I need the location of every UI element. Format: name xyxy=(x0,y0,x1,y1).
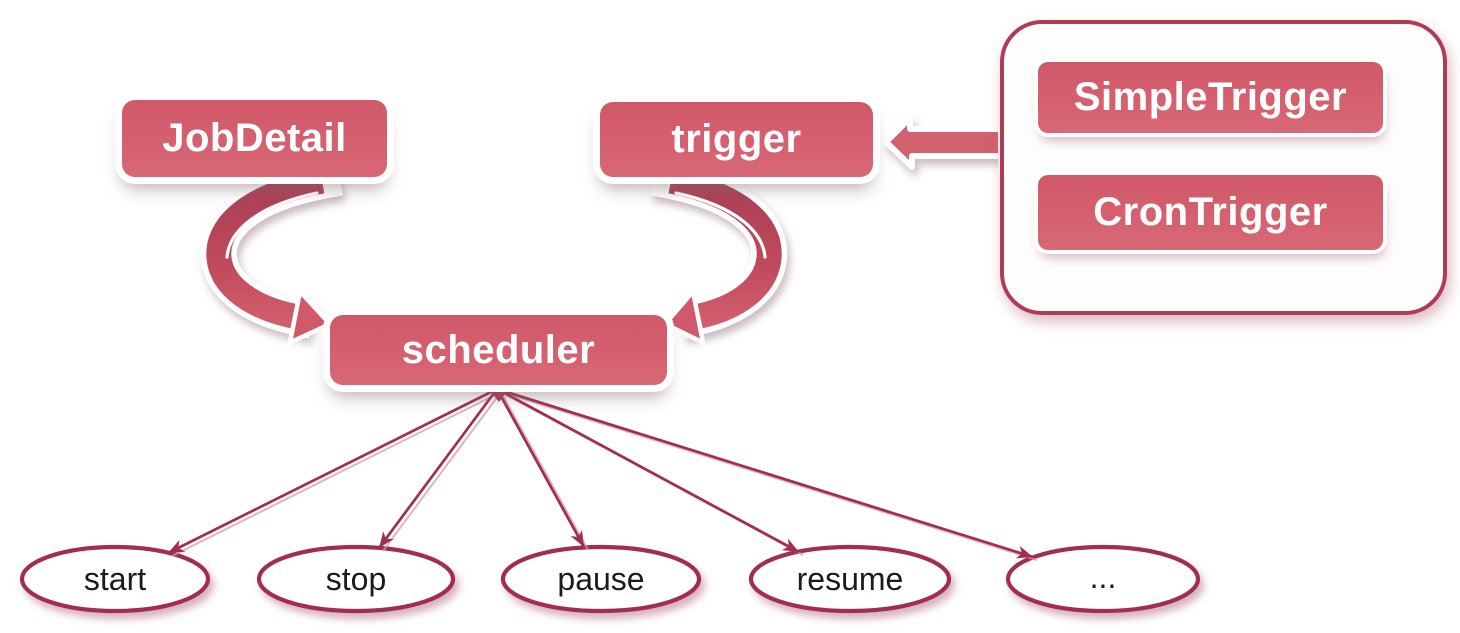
group-to-trigger-block-arrow xyxy=(883,115,1004,170)
node-simpletrigger: SimpleTrigger xyxy=(1038,62,1383,133)
arrow-scheduler-resume xyxy=(496,387,800,554)
arrow-scheduler-pause xyxy=(495,388,586,548)
node-jobdetail-label: JobDetail xyxy=(162,116,347,160)
node-scheduler-label: scheduler xyxy=(401,327,596,372)
node-crontrigger-label: CronTrigger xyxy=(1093,190,1328,234)
jobdetail-swoosh-highlight xyxy=(225,191,319,259)
node-scheduler: scheduler xyxy=(330,315,667,385)
trigger-types-group: SimpleTrigger CronTrigger xyxy=(1000,20,1447,315)
arrow-scheduler-stop xyxy=(377,388,499,549)
node-crontrigger: CronTrigger xyxy=(1038,175,1383,250)
method-ellipse-more xyxy=(1005,544,1201,614)
method-ellipse-resume xyxy=(748,544,952,614)
arrow-scheduler-start xyxy=(167,387,498,555)
method-label-resume: resume xyxy=(797,561,904,597)
trigger-to-scheduler-arrow-body xyxy=(668,168,782,329)
node-jobdetail: JobDetail xyxy=(122,100,387,177)
method-label-stop: stop xyxy=(326,561,386,597)
fan-origin-wedge xyxy=(485,384,512,402)
arrow-scheduler-more xyxy=(496,387,1034,559)
node-simpletrigger-label: SimpleTrigger xyxy=(1073,75,1348,119)
trigger-swoosh-highlight xyxy=(674,191,767,259)
method-ellipse-start xyxy=(19,544,211,614)
jobdetail-to-scheduler-arrow-body xyxy=(206,168,325,329)
node-trigger: trigger xyxy=(600,102,873,177)
jobdetail-arrowhead-icon xyxy=(287,289,333,345)
method-label-more: ... xyxy=(1090,559,1117,595)
method-label-pause: pause xyxy=(557,561,644,597)
node-trigger-label: trigger xyxy=(671,117,802,161)
fan-arrow-shadows xyxy=(171,391,1038,561)
method-ellipse-pause xyxy=(500,544,702,614)
trigger-arrowhead-icon xyxy=(662,289,706,345)
method-ellipse-stop xyxy=(256,544,456,614)
method-label-start: start xyxy=(84,561,146,597)
